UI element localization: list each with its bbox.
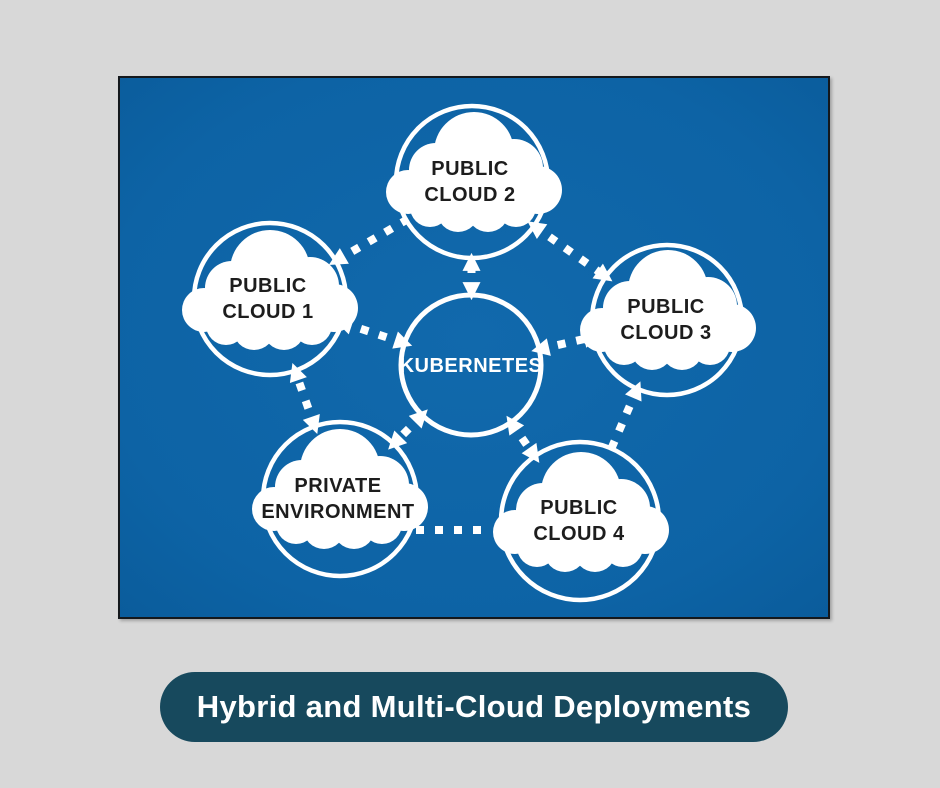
kubernetes-circle — [398, 292, 544, 438]
node-label-line2: CLOUD 4 — [533, 523, 625, 545]
node-label-public-cloud-1: PUBLIC CLOUD 1 — [222, 275, 313, 323]
node-label-public-cloud-4: PUBLIC CLOUD 4 — [533, 497, 625, 545]
caption-pill: Hybrid and Multi-Cloud Deployments — [160, 672, 788, 742]
multi-cloud-diagram: KUBERNETES PUBLIC CLOUD 2 PUBLIC CLOUD 1… — [120, 78, 828, 617]
link-kubernetes-private-environment — [388, 409, 428, 450]
cloud-edges — [289, 216, 642, 534]
node-label-line1: PUBLIC — [431, 158, 508, 180]
node-label-line1: PUBLIC — [627, 296, 704, 318]
node-label-line2: CLOUD 2 — [424, 184, 515, 206]
node-label-public-cloud-3: PUBLIC CLOUD 3 — [620, 296, 711, 344]
diagram-canvas: KUBERNETES PUBLIC CLOUD 2 PUBLIC CLOUD 1… — [118, 76, 830, 619]
caption-title: Hybrid and Multi-Cloud Deployments — [196, 689, 752, 724]
node-label-line2: CLOUD 1 — [222, 301, 313, 323]
kubernetes-label: KUBERNETES — [400, 355, 543, 377]
node-label-line2: CLOUD 3 — [620, 322, 711, 344]
node-label-line1: PRIVATE — [294, 475, 381, 497]
link-cloud1-cloud2 — [328, 216, 409, 265]
node-label-private-environment: PRIVATE ENVIRONMENT — [261, 475, 414, 523]
node-label-line2: ENVIRONMENT — [261, 501, 414, 523]
link-cloud2-cloud3 — [527, 221, 613, 282]
kubernetes-spokes — [334, 252, 602, 463]
node-label-line1: PUBLIC — [540, 497, 617, 519]
node-label-line1: PUBLIC — [229, 275, 306, 297]
link-kubernetes-public-cloud-4 — [506, 415, 540, 463]
node-label-public-cloud-2: PUBLIC CLOUD 2 — [424, 158, 515, 206]
